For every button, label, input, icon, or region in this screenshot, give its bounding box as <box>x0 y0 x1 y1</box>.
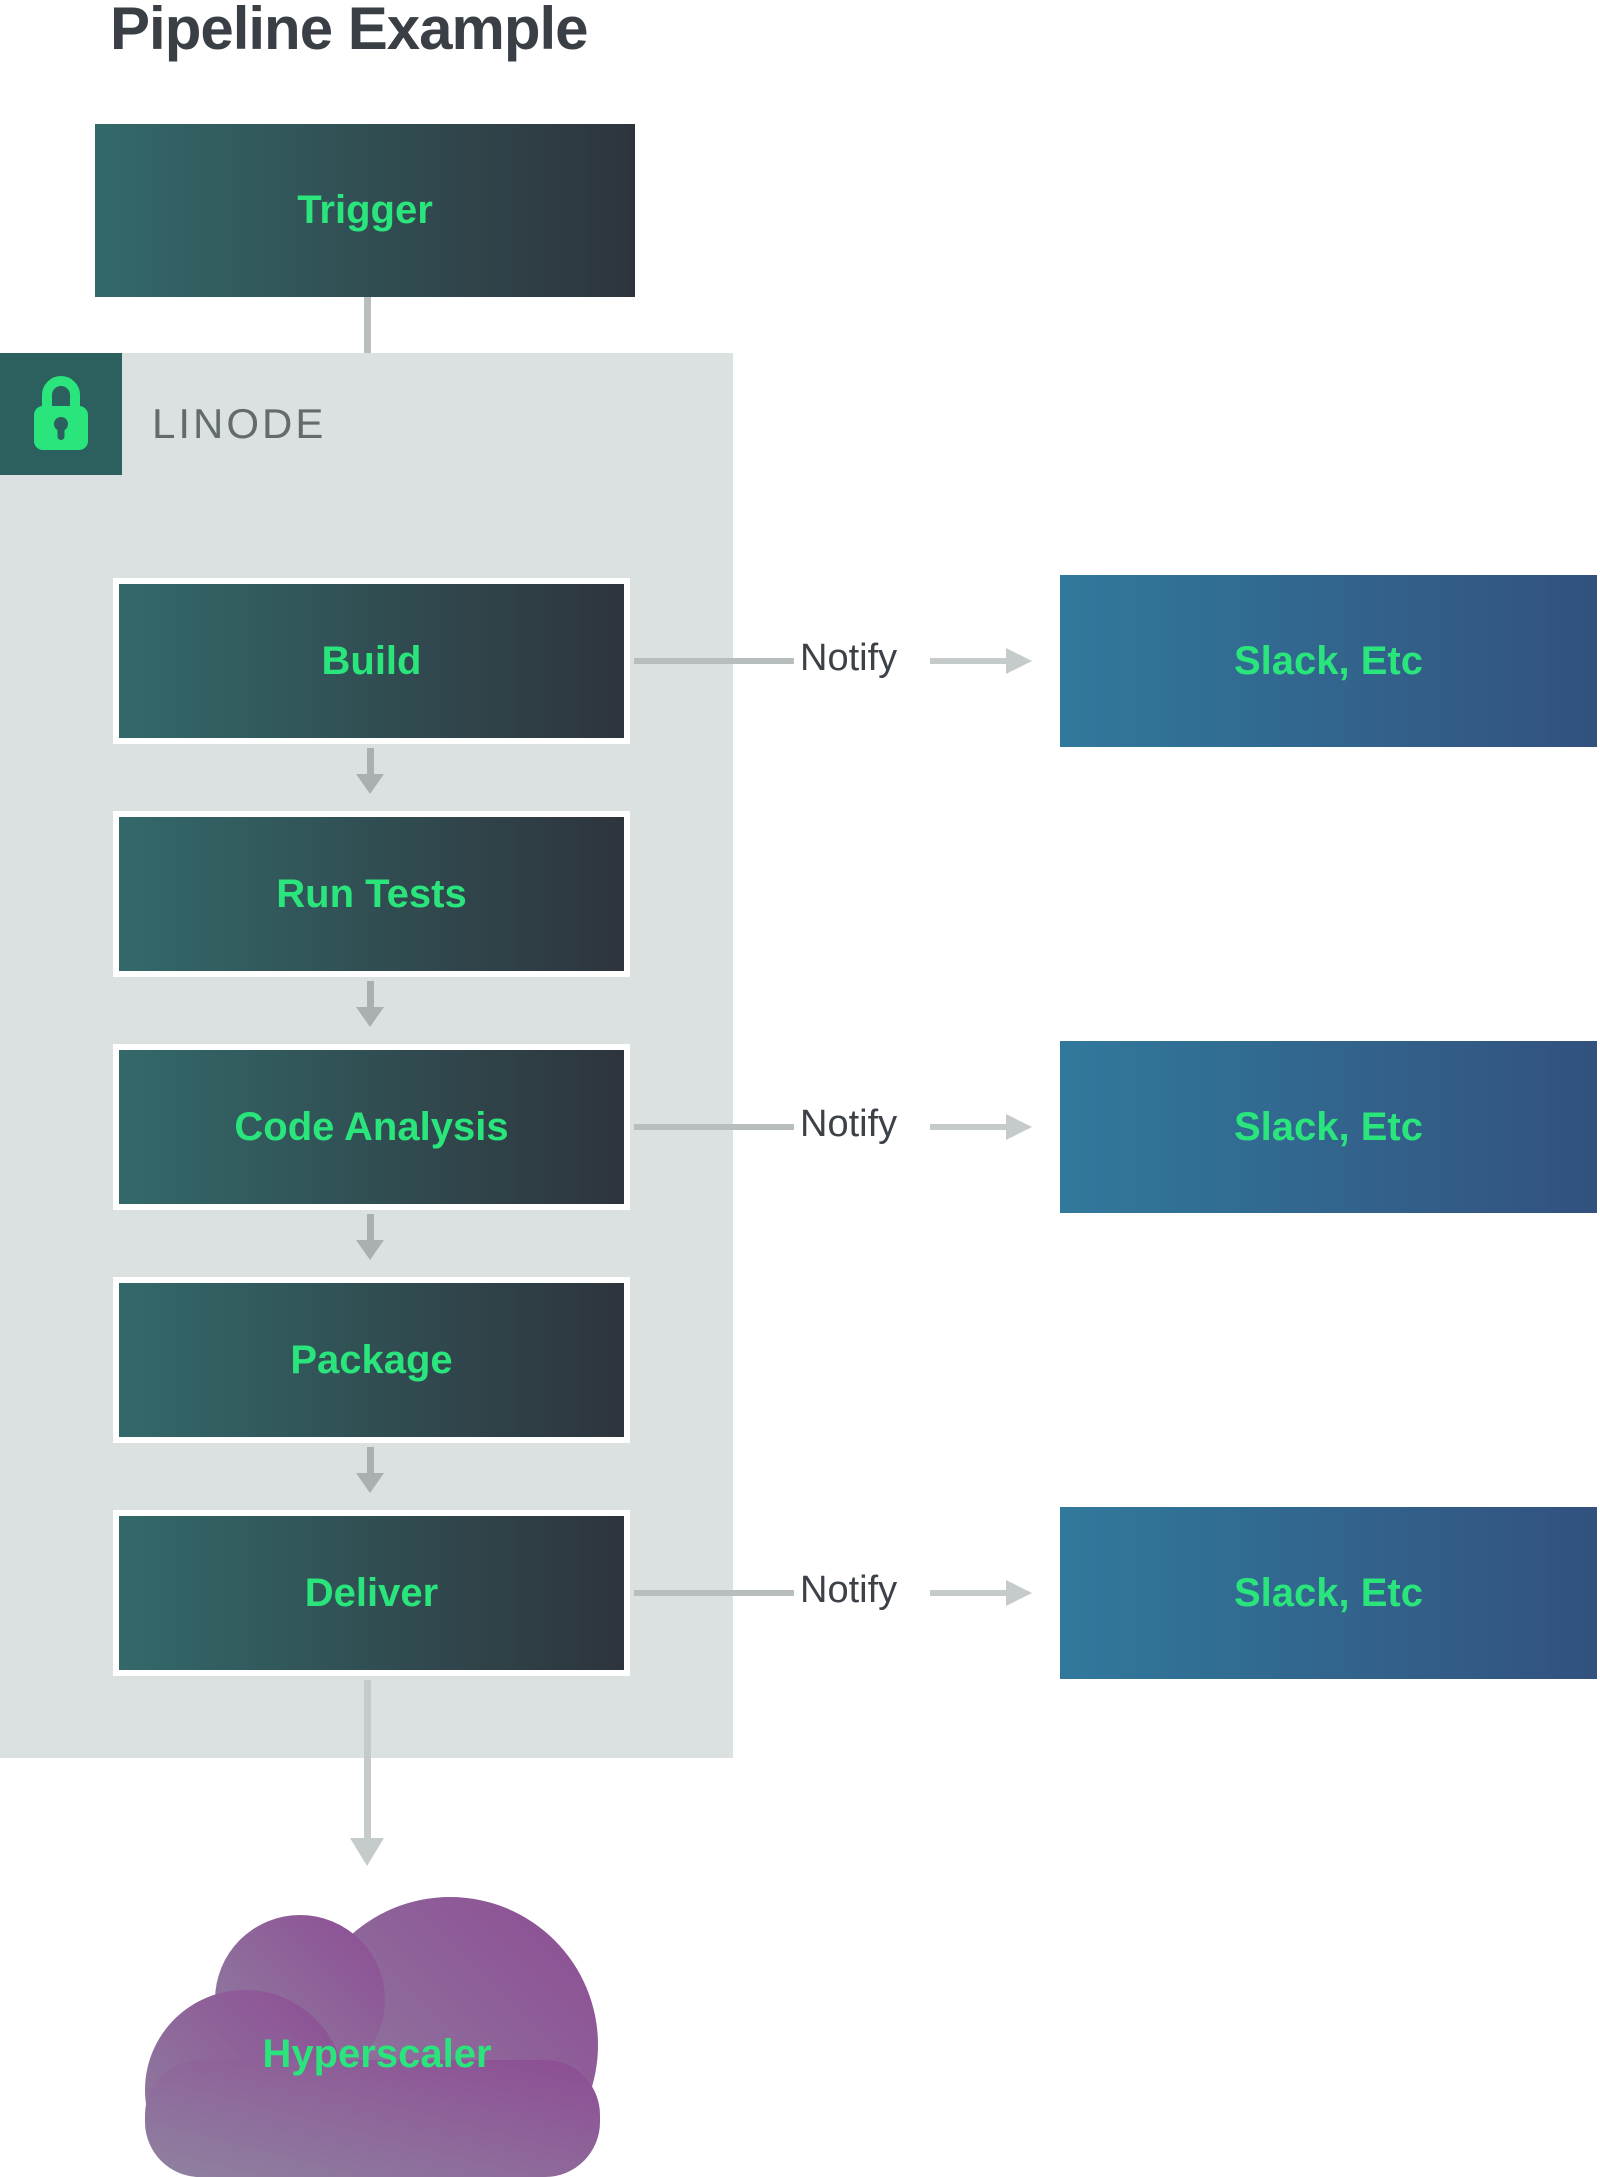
step-arrow-down-icon <box>356 1007 384 1027</box>
notify-label: Notify <box>800 1103 898 1145</box>
notify-connector-line <box>634 658 794 664</box>
slack-label: Slack, Etc <box>1233 638 1423 683</box>
step-frame-build: Build <box>113 578 630 744</box>
step-arrow-shaft <box>367 1447 374 1473</box>
step-label: Package <box>290 1337 453 1382</box>
notify-connector-line <box>634 1124 794 1130</box>
notify-connector-line <box>634 1590 794 1596</box>
step-box-package: Package <box>119 1283 624 1437</box>
slack-label: Slack, Etc <box>1233 1104 1423 1149</box>
lock-icon <box>34 376 88 450</box>
slack-box: Slack, Etc <box>1060 1507 1597 1679</box>
step-label: Deliver <box>304 1570 439 1615</box>
slack-box: Slack, Etc <box>1060 575 1597 747</box>
step-arrow-down-icon <box>356 1473 384 1493</box>
step-label: Run Tests <box>276 871 467 916</box>
flow-arrow-down-icon <box>350 1838 384 1866</box>
trigger-box: Trigger <box>95 124 635 297</box>
linode-label: LINODE <box>152 400 327 447</box>
hyperscaler-cloud-icon <box>145 1897 600 2177</box>
hyperscaler-label: Hyperscaler <box>262 2032 492 2076</box>
lock-badge <box>0 353 122 475</box>
step-box-deliver: Deliver <box>119 1516 624 1670</box>
step-arrow-down-icon <box>356 774 384 794</box>
notify-arrow-right-icon <box>1006 648 1032 674</box>
step-frame-package: Package <box>113 1277 630 1443</box>
notify-arrow-shaft <box>930 1590 1006 1596</box>
flow-arrow-deliver-shaft <box>364 1680 371 1838</box>
slack-label: Slack, Etc <box>1233 1570 1423 1615</box>
step-frame-deliver: Deliver <box>113 1510 630 1676</box>
step-frame-run-tests: Run Tests <box>113 811 630 977</box>
notify-arrow-shaft <box>930 1124 1006 1130</box>
notify-arrow-shaft <box>930 658 1006 664</box>
trigger-label: Trigger <box>297 188 433 232</box>
step-arrow-shaft <box>367 981 374 1007</box>
step-frame-code-analysis: Code Analysis <box>113 1044 630 1210</box>
step-box-code-analysis: Code Analysis <box>119 1050 624 1204</box>
step-label: Code Analysis <box>234 1104 509 1149</box>
step-box-run-tests: Run Tests <box>119 817 624 971</box>
page-title: Pipeline Example <box>110 0 589 62</box>
notify-label: Notify <box>800 1569 898 1611</box>
step-arrow-shaft <box>367 748 374 774</box>
notify-arrow-right-icon <box>1006 1580 1032 1606</box>
step-arrow-shaft <box>367 1214 374 1240</box>
notify-arrow-right-icon <box>1006 1114 1032 1140</box>
step-label: Build <box>321 638 422 683</box>
notify-label: Notify <box>800 637 898 679</box>
step-box-build: Build <box>119 584 624 738</box>
slack-box: Slack, Etc <box>1060 1041 1597 1213</box>
step-arrow-down-icon <box>356 1240 384 1260</box>
